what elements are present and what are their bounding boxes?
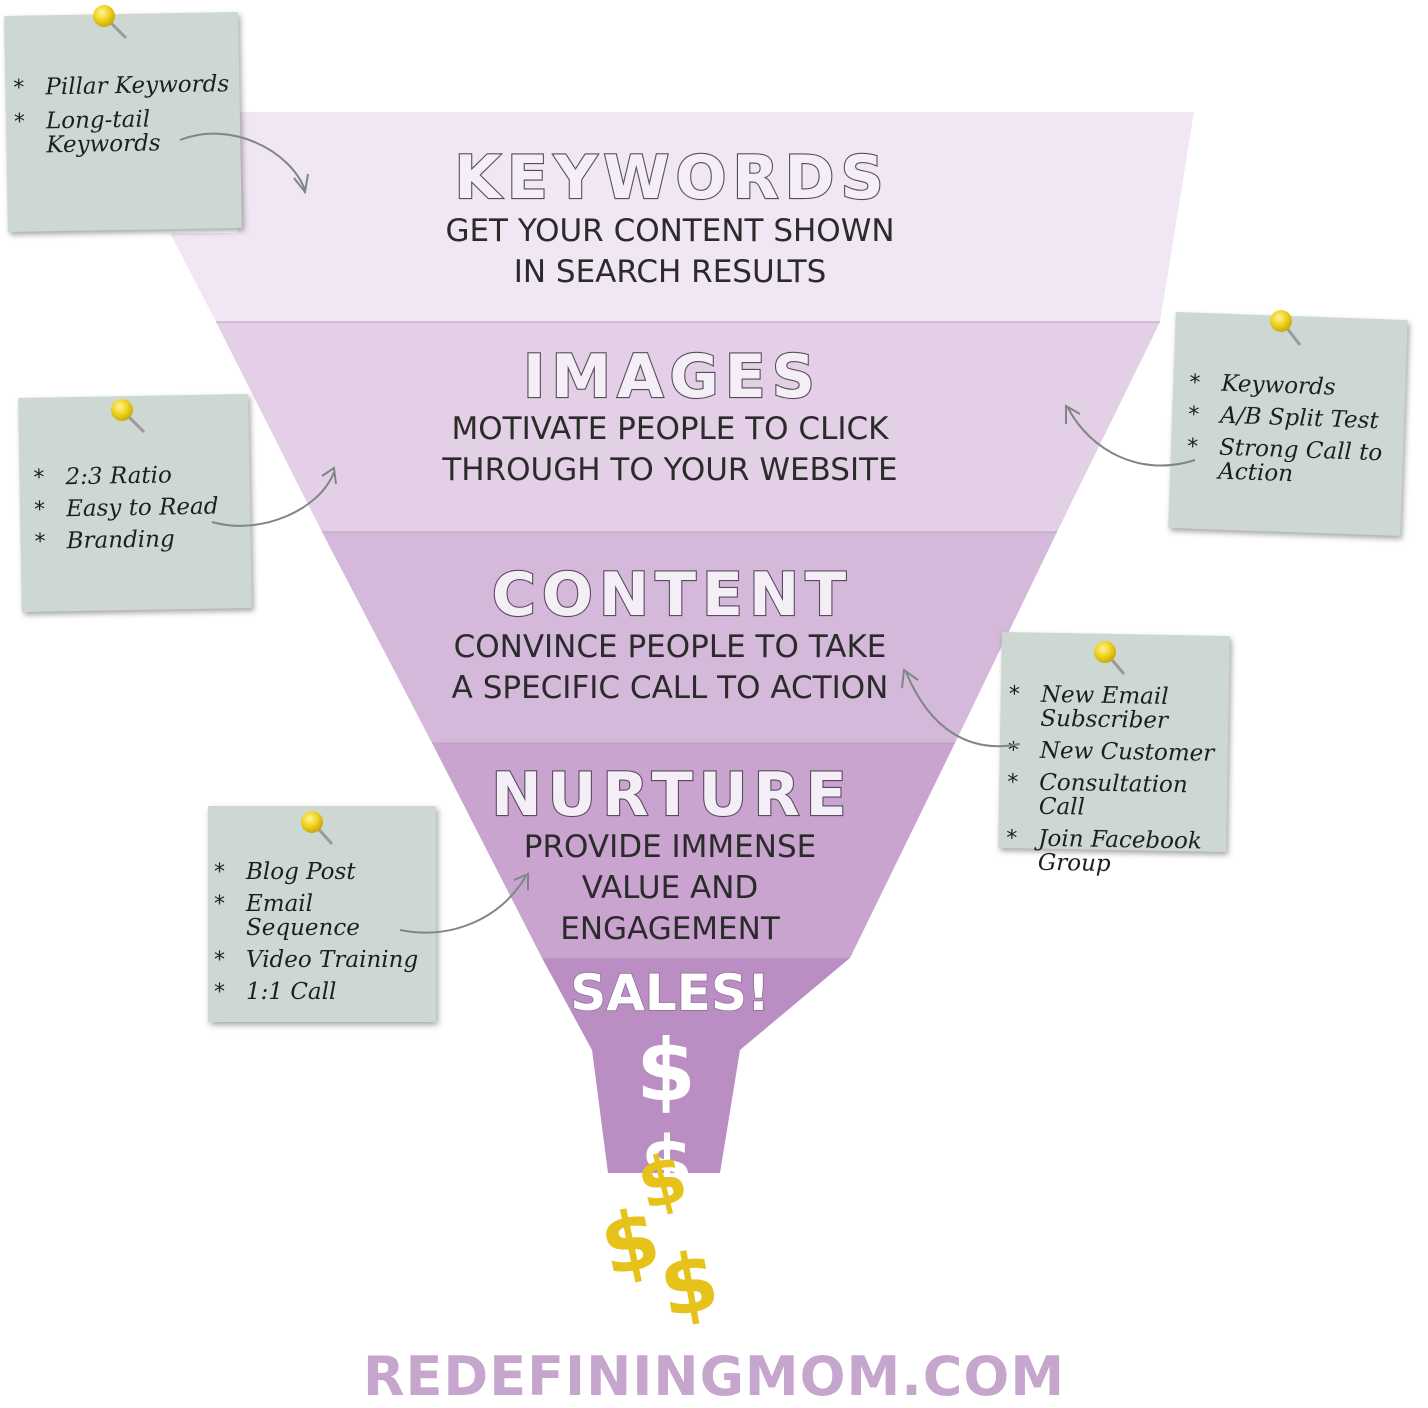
- note-list-item: *A/B Split Test: [1187, 402, 1380, 435]
- note-list-item: *Long-tail Keywords: [13, 106, 161, 159]
- white-dollar-icon: $: [641, 1119, 694, 1208]
- site-url: REDEFININGMOM.COM: [362, 1345, 1066, 1408]
- sticky-note-content: *New Email Subscriber *New Customer *Con…: [998, 632, 1230, 877]
- content-description-line2: A SPECIFIC CALL TO ACTION: [452, 670, 889, 706]
- images-description-line1: MOTIVATE PEOPLE TO CLICK: [452, 411, 890, 447]
- note-list-item: *Branding: [34, 526, 175, 555]
- note-list-item: *Consultation Call: [1007, 769, 1188, 821]
- keywords-title: KEYWORDS: [454, 143, 889, 213]
- gold-dollar-icon: $: [653, 1233, 726, 1336]
- note-list-item: *Join Facebook Group: [1006, 825, 1203, 877]
- nurture-description-line1: PROVIDE IMMENSE: [524, 829, 816, 865]
- note-list-item: *Video Training: [214, 947, 419, 973]
- keywords-description-line2: IN SEARCH RESULTS: [514, 254, 827, 290]
- sticky-note-nurture: *Blog Post *Email Sequence *Video Traini…: [208, 806, 436, 1022]
- nurture-title: NURTURE: [491, 760, 852, 830]
- images-title: IMAGES: [523, 342, 821, 412]
- nurture-description-line3: ENGAGEMENT: [560, 911, 781, 947]
- sticky-note-images: *2:3 Ratio *Easy to Read *Branding: [18, 394, 252, 612]
- images-description-line2: THROUGH TO YOUR WEBSITE: [441, 452, 897, 488]
- note-list-item: *Blog Post: [214, 859, 356, 885]
- nurture-description-line2: VALUE AND: [582, 870, 759, 906]
- content-title: CONTENT: [492, 560, 852, 630]
- nurture-band: [432, 743, 955, 958]
- sales-title: SALES!: [570, 964, 770, 1022]
- sticky-note-keywords: *Pillar Keywords *Long-tail Keywords: [4, 11, 242, 233]
- content-band: [322, 532, 1057, 743]
- images-band: [216, 322, 1160, 532]
- note-list-item: *Pillar Keywords: [13, 71, 230, 101]
- keywords-band: [170, 112, 1194, 322]
- white-dollar-icon: $: [636, 1021, 696, 1121]
- note-list-item: *2:3 Ratio: [33, 462, 173, 491]
- note-list-item: *1:1 Call: [214, 979, 337, 1005]
- note-list-item: *New Email Subscriber: [1008, 681, 1169, 734]
- sales-band: [542, 958, 850, 1173]
- note-list-item: *Easy to Read: [33, 493, 219, 523]
- note-list-item: *Keywords: [1188, 370, 1336, 401]
- content-description-line1: CONVINCE PEOPLE TO TAKE: [454, 629, 887, 665]
- note-list-item: *New Customer: [1007, 737, 1215, 767]
- note-list-item: *Email Sequence: [214, 891, 360, 941]
- note-list-item: *Strong Call to Action: [1186, 434, 1383, 488]
- keywords-description-line1: GET YOUR CONTENT SHOWN: [445, 213, 894, 249]
- sticky-note-images-right: *Keywords *A/B Split Test *Strong Call t…: [1168, 312, 1408, 536]
